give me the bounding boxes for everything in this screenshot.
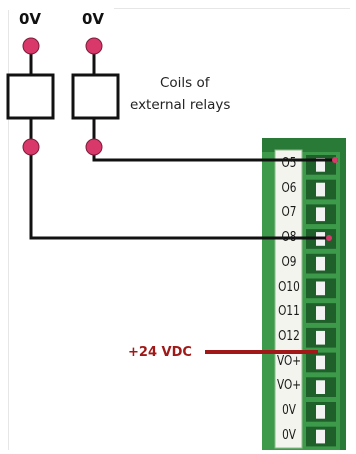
node-right-0v: [85, 37, 103, 55]
terminal-slot-clamp: [316, 429, 325, 444]
node-left-coil-bottom: [22, 138, 40, 156]
terminal-slot-o12-7: [306, 327, 336, 348]
terminal-label: O8: [281, 229, 297, 245]
relay-coil-left: [6, 73, 55, 120]
frame-top-line: [114, 8, 350, 9]
terminal-label: O12: [278, 328, 300, 344]
terminal-label: 0V: [282, 427, 296, 443]
terminal-slot-clamp: [316, 330, 325, 345]
terminal-slot-clamp: [316, 355, 325, 370]
terminal-slot-clamp: [316, 207, 325, 222]
terminal-slot-clamp: [316, 405, 325, 419]
terminal-block-right-edge: [340, 138, 346, 450]
label-0v-right: 0V: [82, 10, 105, 28]
terminal-label: O10: [278, 279, 300, 294]
terminal-slot-clamp: [316, 306, 325, 320]
terminal-slot-o10-5: [306, 278, 336, 299]
terminal-slot-o11-6: [306, 303, 336, 323]
terminal-slot-clamp: [316, 158, 325, 172]
node-right-coil-bottom: [85, 138, 103, 156]
terminal-slot-o7-2: [306, 204, 336, 225]
terminal-contact-o8: [326, 235, 332, 241]
terminal-label: VO+: [276, 377, 302, 393]
terminal-contact-o5: [332, 157, 338, 163]
terminal-slot-voplus-8: [306, 352, 336, 373]
terminal-label: O5: [281, 155, 297, 171]
wire-left-coil-to-terminal-second: [29, 147, 330, 240]
note-coils-line2: external relays: [130, 97, 231, 113]
terminal-block: [262, 138, 346, 450]
terminal-label: O11: [278, 303, 300, 319]
terminal-label: O6: [281, 180, 297, 196]
terminal-slot-clamp: [316, 281, 325, 296]
terminal-block-top-edge: [262, 138, 346, 152]
node-left-0v: [22, 37, 40, 55]
frame-left-line: [8, 10, 9, 450]
terminal-slot-clamp: [316, 380, 325, 394]
label-0v-left: 0V: [19, 10, 42, 28]
terminal-slot-voplus-9: [306, 377, 336, 397]
terminal-label: O7: [281, 204, 297, 220]
note-coils-line1: Coils of: [160, 75, 210, 91]
terminal-label: O9: [281, 254, 297, 270]
terminal-label: 0V: [282, 402, 296, 418]
terminal-slot-o9-4: [306, 253, 336, 274]
relay-coil-right: [71, 73, 120, 120]
terminal-label: VO+: [276, 353, 302, 369]
terminal-slot-clamp: [316, 256, 325, 271]
terminal-slot-o5-0: [306, 155, 336, 175]
terminal-slot-0v-10: [306, 402, 336, 422]
terminal-label-strip: [274, 149, 303, 449]
terminal-slot-o6-1: [306, 179, 336, 200]
label-24vdc: +24 VDC: [128, 345, 192, 360]
terminal-slot-clamp: [316, 182, 325, 197]
terminal-slot-0v-11: [306, 426, 336, 447]
